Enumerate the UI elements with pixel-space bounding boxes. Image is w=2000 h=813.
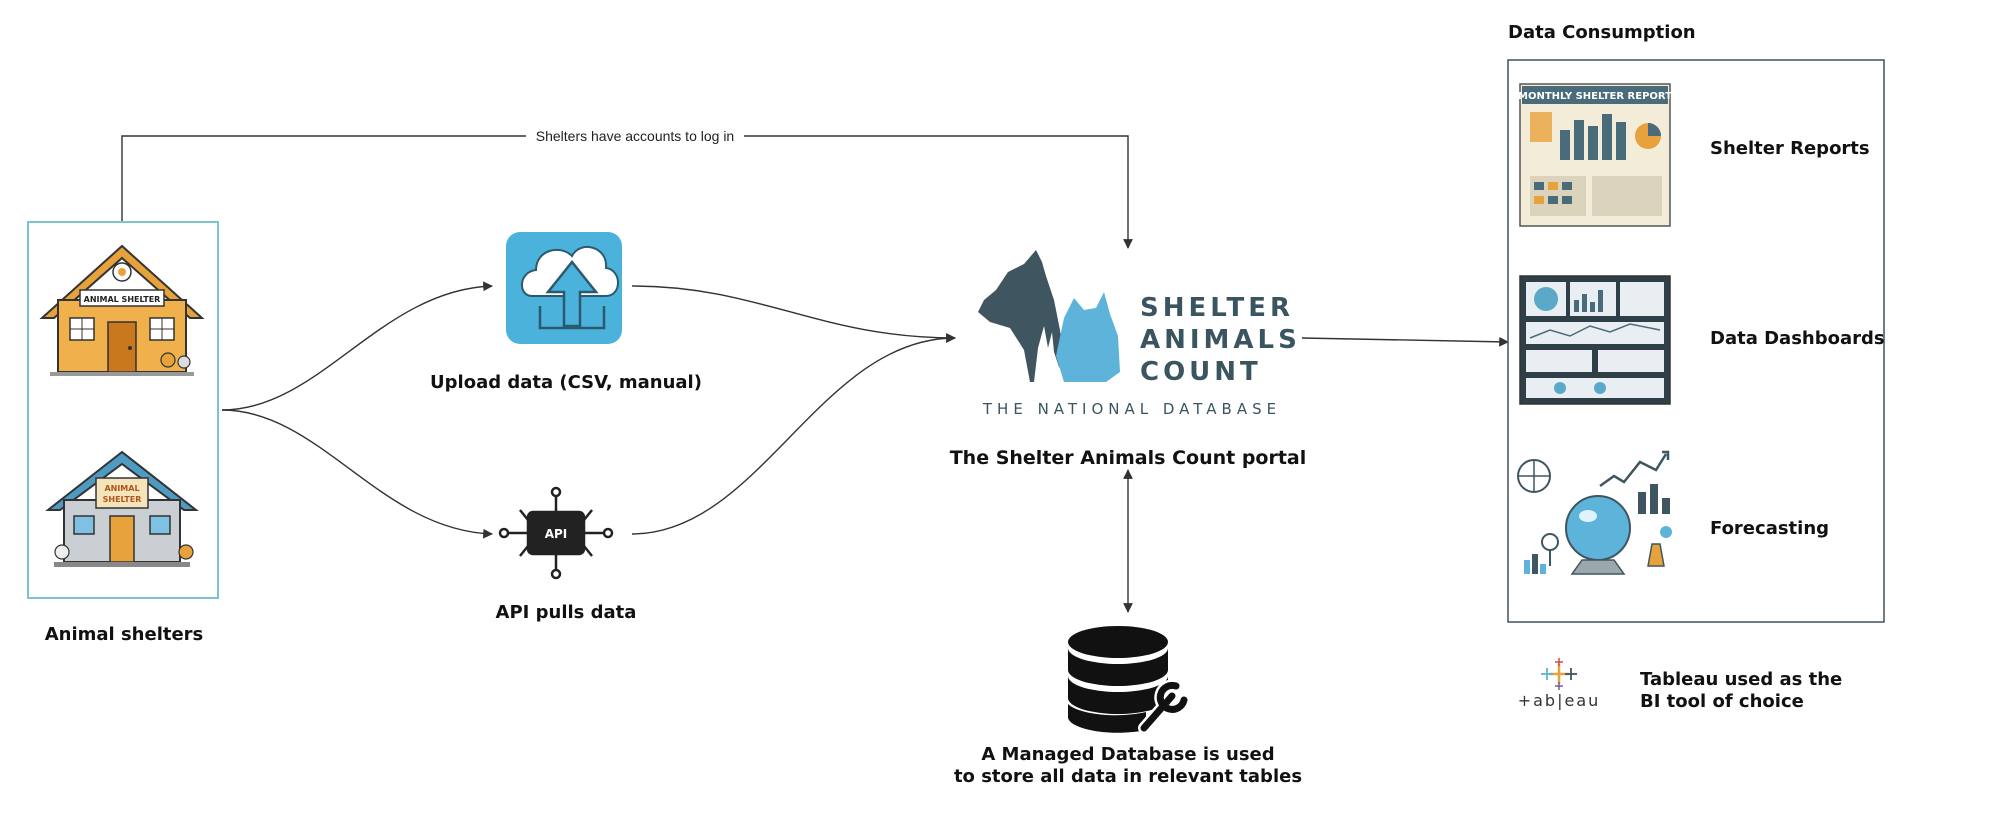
rabbit-silhouette-icon (1034, 326, 1060, 382)
brand-line2: ANIMALS (1140, 325, 1301, 355)
edges (121, 135, 1509, 613)
consumption-item-label-1: Shelter Reports (1710, 138, 1870, 159)
brand-subtitle: THE NATIONAL DATABASE (982, 400, 1281, 418)
upload-label: Upload data (CSV, manual) (430, 372, 702, 393)
shelter1-sign-text: ANIMAL SHELTER (84, 295, 161, 304)
tableau-caption-line1: Tableau used as the (1640, 669, 1842, 690)
api-chip-label: API (545, 527, 568, 541)
shelter-building-1-icon: ANIMAL SHELTER (39, 244, 205, 376)
edge-api-to-portal (631, 333, 956, 535)
shelter2-sign-line1: ANIMAL (104, 484, 139, 493)
edge-upload-to-portal (631, 285, 956, 343)
api-icon (498, 486, 614, 580)
portal-label: The Shelter Animals Count portal (950, 447, 1307, 469)
edge-shelters-to-upload (221, 281, 493, 411)
shelter-animals-count-logo: SHELTER ANIMALS COUNT THE NATIONAL DATAB… (978, 250, 1301, 418)
shelters-group: ANIMAL SHELTER ANIMAL SHELTER (27, 221, 219, 599)
database-icon (1068, 626, 1168, 733)
edge-shelters-to-api (221, 409, 493, 539)
consumption-title: Data Consumption (1508, 22, 1696, 43)
shelter-report-thumbnail: MONTHLY SHELTER REPORT (1518, 83, 1672, 227)
database-label-line1: A Managed Database is used (981, 744, 1274, 765)
shelter-building-2-icon: ANIMAL SHELTER (45, 450, 199, 567)
tableau-wordmark: +ab|eau (1518, 691, 1601, 710)
login-edge-label: Shelters have accounts to log in (536, 128, 734, 144)
tableau-logo-icon (1541, 658, 1577, 690)
cat-silhouette-icon (1056, 292, 1120, 382)
consumption-item-label-2: Data Dashboards (1710, 328, 1885, 349)
edge-portal-to-consumption (1301, 336, 1509, 347)
wrench-icon (1138, 679, 1190, 734)
brand-line1: SHELTER (1140, 293, 1294, 323)
cloud-upload-icon (506, 232, 622, 344)
tableau-caption-line2: BI tool of choice (1640, 691, 1804, 712)
edge-login (121, 135, 1133, 249)
database-label-line2: to store all data in relevant tables (954, 766, 1302, 787)
api-label: API pulls data (496, 602, 637, 623)
report-thumb-title: MONTHLY SHELTER REPORT (1518, 91, 1672, 102)
forecasting-thumbnail (1517, 450, 1672, 575)
brand-line3: COUNT (1140, 357, 1262, 387)
consumption-item-label-3: Forecasting (1710, 518, 1829, 539)
data-dashboard-thumbnail (1519, 275, 1671, 405)
shelters-label: Animal shelters (45, 624, 204, 645)
shelter2-sign-line2: SHELTER (103, 495, 142, 504)
